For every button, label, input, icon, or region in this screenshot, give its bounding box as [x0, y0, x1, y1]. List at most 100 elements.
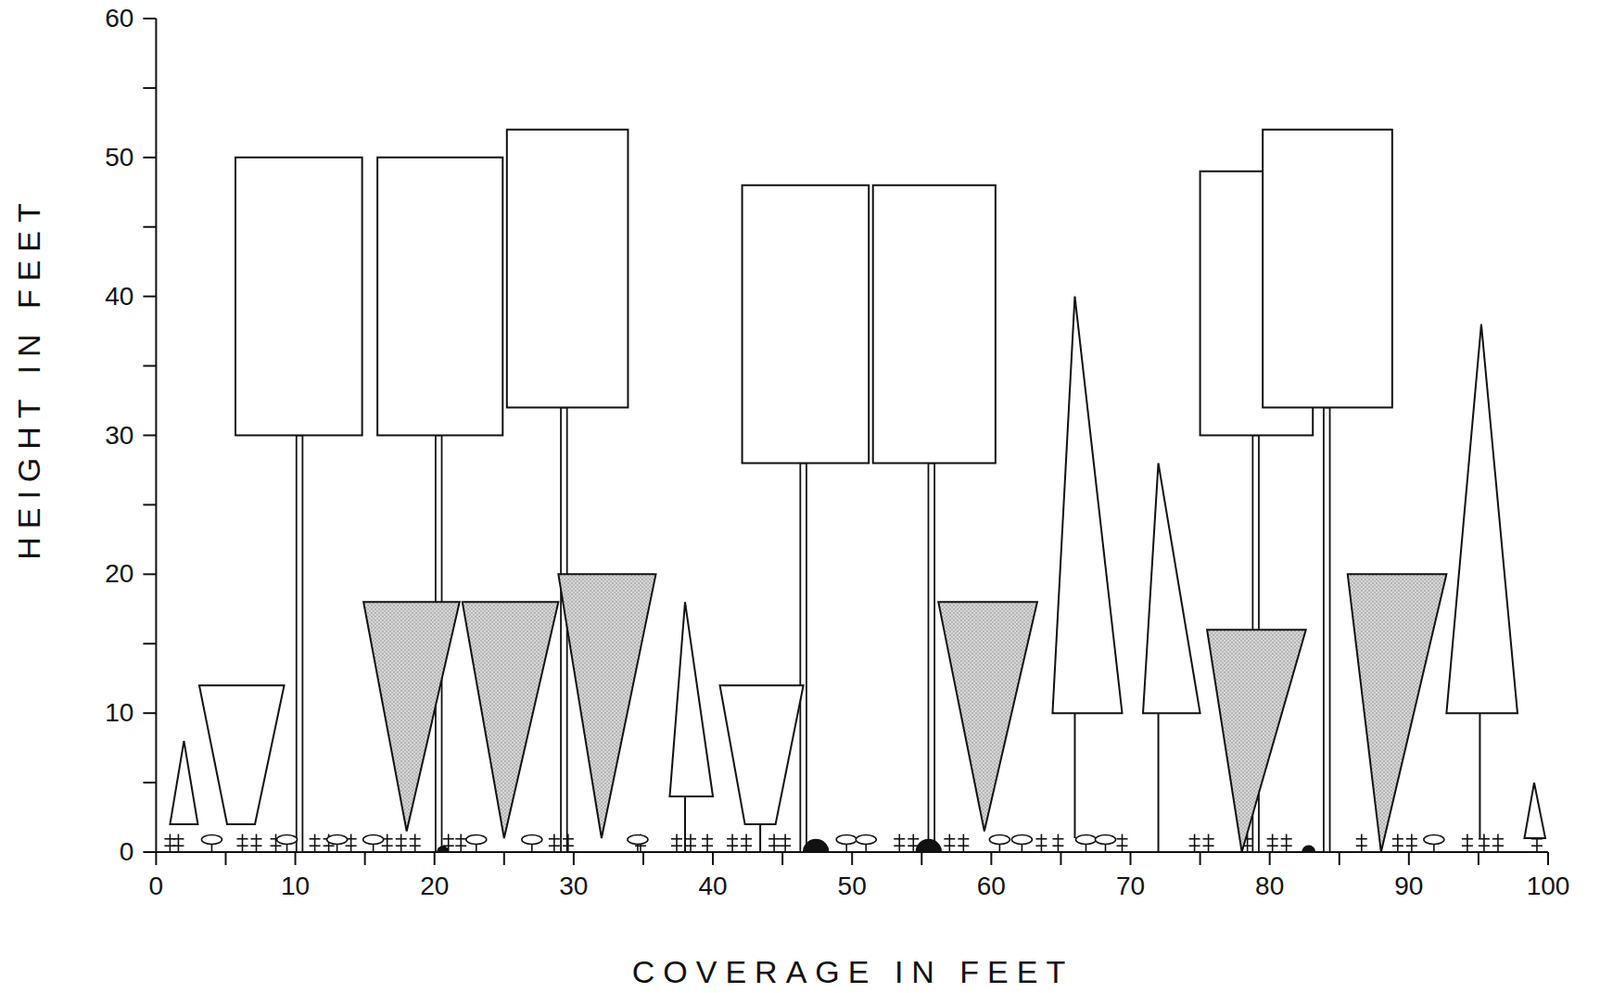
x-tick: [711, 851, 714, 865]
grass-symbol: [671, 834, 683, 852]
understory-crown: [938, 601, 1038, 831]
x-tick: [294, 851, 297, 865]
grass-symbol: [1117, 834, 1129, 852]
grass-symbol: [1356, 834, 1368, 852]
x-tick: [642, 851, 645, 865]
x-tick: [1338, 851, 1341, 865]
x-tick-label: 90: [1394, 873, 1423, 900]
y-tick-label: 40: [104, 283, 134, 310]
grass-symbol: [345, 834, 357, 852]
herb-symbol: [201, 835, 222, 852]
x-tick: [1269, 851, 1271, 865]
grass-symbol: [1492, 834, 1504, 852]
herb-symbol: [1011, 835, 1032, 852]
stem-line: [759, 824, 762, 852]
x-tick-label: 100: [1526, 873, 1571, 900]
grass-symbol: [1461, 834, 1474, 852]
herb-symbol: [627, 835, 648, 852]
herb-symbol: [1075, 835, 1096, 852]
stem-line: [684, 796, 686, 852]
canopy-box: [1262, 129, 1393, 408]
grass-symbol: [1267, 834, 1279, 852]
herb-symbol: [466, 835, 487, 852]
x-tick: [1130, 851, 1132, 865]
x-tick: [1477, 851, 1480, 865]
grass-symbol: [409, 834, 421, 852]
y-tick: [142, 642, 156, 645]
tree-trunk: [800, 462, 807, 852]
understory-crown: [558, 573, 656, 839]
y-tick: [142, 226, 156, 229]
y-tick: [142, 434, 156, 437]
grass-symbol: [701, 834, 713, 852]
x-tick-label: 30: [558, 873, 588, 900]
x-tick: [781, 851, 784, 865]
grass-symbol: [1189, 834, 1201, 852]
x-tick-label: 20: [419, 873, 449, 900]
y-tick: [142, 17, 156, 20]
grass-symbol: [1478, 834, 1490, 852]
conifer-crown: [669, 601, 713, 797]
tree-trunk: [927, 462, 935, 852]
y-tick: [142, 572, 156, 575]
canopy-box: [873, 185, 996, 464]
herb-symbol: [855, 835, 877, 852]
tree-trunk: [560, 407, 568, 852]
x-tick: [364, 851, 367, 865]
stem-line: [1478, 712, 1481, 839]
understory-crown: [1347, 573, 1448, 852]
grass-symbol: [1392, 834, 1404, 852]
ground-mound: [436, 845, 450, 852]
conifer-crown: [1523, 782, 1546, 839]
conifer-crown: [1446, 324, 1518, 714]
y-tick: [142, 156, 156, 159]
y-tick-label: 60: [104, 5, 134, 32]
x-tick-label: 10: [280, 873, 310, 900]
y-tick: [142, 365, 156, 368]
stem-line: [1073, 712, 1076, 839]
grass-symbol: [779, 834, 791, 852]
x-tick: [920, 851, 923, 865]
y-tick: [142, 850, 156, 853]
herb-symbol: [521, 835, 543, 852]
herb-symbol: [836, 835, 857, 852]
ground-mound: [802, 838, 830, 852]
x-tick: [990, 851, 992, 865]
y-tick: [142, 711, 156, 714]
canopy-box: [377, 157, 503, 436]
herb-symbol: [1423, 835, 1445, 852]
y-tick-label: 50: [104, 144, 134, 171]
herb-symbol: [1094, 835, 1116, 852]
profile-drawing: [142, 18, 1549, 865]
y-tick-label: 10: [104, 699, 134, 726]
grass-symbol: [1203, 834, 1215, 852]
grass-symbol: [957, 834, 969, 852]
herb-symbol: [327, 835, 348, 852]
x-tick-label: 70: [1116, 873, 1145, 900]
y-tick: [142, 295, 156, 298]
conifer-crown: [1142, 462, 1201, 713]
x-tick: [1059, 851, 1062, 865]
grass-symbol: [236, 834, 248, 852]
grass-symbol: [309, 834, 321, 852]
y-tick-label: 0: [119, 838, 135, 865]
stem-line: [1157, 712, 1160, 852]
canopy-box: [507, 129, 629, 408]
grass-symbol: [455, 834, 467, 852]
grass-symbol: [768, 834, 780, 852]
shrub-crown: [720, 685, 804, 825]
x-tick: [1408, 851, 1410, 865]
grass-symbol: [562, 834, 574, 852]
understory-crown: [363, 601, 460, 831]
y-tick: [142, 503, 156, 506]
grass-symbol: [943, 834, 955, 852]
shrub-crown: [169, 740, 198, 825]
x-tick: [1547, 851, 1550, 865]
grass-symbol: [685, 834, 697, 852]
understory-crown: [1206, 629, 1307, 852]
y-tick: [142, 781, 156, 784]
grass-symbol: [1406, 834, 1418, 852]
grass-symbol: [1281, 834, 1293, 852]
x-tick-label: 0: [149, 873, 165, 900]
